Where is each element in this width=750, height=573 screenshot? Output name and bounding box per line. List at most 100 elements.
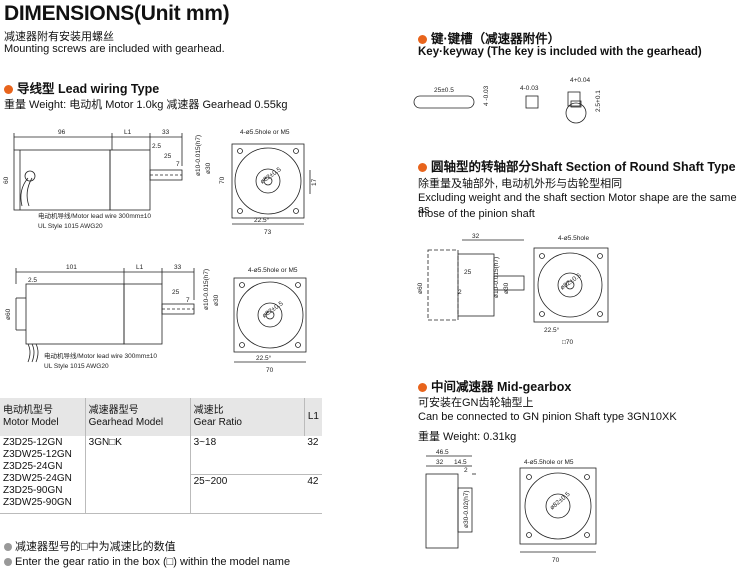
- dim-l1-2: L1: [136, 264, 144, 271]
- key-d4b: 4-0.03: [520, 85, 539, 92]
- dim-30-2: ø30: [213, 294, 220, 306]
- motor-model: Z3DW25-24GN: [3, 473, 72, 484]
- rs-d30: ø30: [503, 282, 510, 294]
- lead-note-2: 电动机导线/Motor lead wire 300mm±10: [44, 351, 157, 360]
- motor-model: Z3DW25-12GN: [3, 449, 72, 460]
- orange-bullet-icon: [418, 383, 427, 392]
- mid-gearbox-weight: 重量 Weight: 0.31kg: [418, 431, 517, 443]
- motor-model: Z3D25-90GN: [3, 485, 63, 496]
- lead-drawing-2: 101 L1 33 2.5 25 7 ø10-0.015(h7) ø30 ø60…: [5, 264, 307, 374]
- lead-drawing-1: 96 L1 33 25 7 2.5 ø10-0.015(h7) ø30 60 7…: [3, 129, 318, 236]
- dim-101: 101: [66, 264, 77, 271]
- orange-bullet-icon: [418, 35, 427, 44]
- dim-25: 25: [164, 153, 172, 160]
- rs-shaft: ø10-0.015(h7): [493, 257, 500, 298]
- motor-model: Z3D25-12GN: [3, 437, 63, 448]
- mg-d46: 46.5: [436, 449, 449, 456]
- dim-33: 33: [162, 129, 170, 136]
- rs-angle: 22.5°: [544, 326, 560, 334]
- dim-holes-2: 4-ø5.5hole or M5: [248, 267, 298, 274]
- dim-angle: 22.5°: [254, 216, 270, 224]
- round-shaft-heading: 圆轴型的转轴部分Shaft Section of Round Shaft Typ…: [418, 156, 736, 175]
- dim-82-2: ø82±0.5: [261, 300, 285, 320]
- key-d4a: 4 -0.03: [483, 85, 490, 106]
- dim-60: 60: [3, 176, 10, 184]
- ul-note: UL Style 1015 AWG20: [38, 223, 103, 230]
- lead-heading-cn: 导线型: [17, 82, 55, 96]
- lead-heading-en: Lead wiring Type: [58, 82, 160, 96]
- mg-d2: 2: [464, 467, 468, 474]
- grey-bullet-icon: [4, 558, 12, 566]
- key-subheading: Key·keyway (The key is included with the…: [418, 46, 702, 58]
- dim-2-5-2: 2.5: [28, 277, 37, 284]
- mid-gearbox-drawing: 46.5 32 14.5 2 ø30-0.02(h7) 4-ø5.5hole o…: [425, 449, 597, 564]
- mid-gearbox-line1: 可安装在GN齿轮轴型上: [418, 397, 534, 409]
- dim-60-2: ø60: [5, 308, 12, 320]
- rs-d32: 32: [472, 233, 480, 240]
- mg-holes: 4-ø5.5hole or M5: [524, 459, 574, 466]
- dim-70-2: 70: [266, 367, 274, 374]
- rs-d60: ø60: [417, 282, 424, 294]
- note-en: Enter the gear ratio in the box (□) with…: [4, 556, 290, 568]
- mg-d82: ø82±0.5: [549, 491, 572, 512]
- lead-note: 电动机导线/Motor lead wire 300mm±10: [38, 211, 151, 220]
- round-shaft-line1: 除重量及轴部外, 电动机外形与齿轮型相同: [418, 178, 623, 190]
- mg-d32: 32: [436, 459, 444, 466]
- dim-30: ø30: [205, 162, 212, 174]
- lead-wiring-heading: 导线型 Lead wiring Type: [4, 78, 159, 97]
- round-shaft-line3: those of the pinion shaft: [418, 208, 535, 220]
- rs-d2: 2: [458, 289, 462, 296]
- mg-d14: 14.5: [454, 459, 467, 466]
- dim-70: 70: [219, 176, 226, 184]
- key-drawing: 25±0.5 4 -0.03 4-0.03 4+0.04 2.5+0.1: [413, 77, 602, 124]
- lead-wiring-weight: 重量 Weight: 电动机 Motor 1.0kg 减速器 Gearhead …: [4, 99, 288, 111]
- dim-73: 73: [264, 229, 272, 236]
- motor-models-cell: Z3D25-12GN Z3DW25-12GN Z3D25-24GN Z3DW25…: [0, 436, 86, 514]
- motor-model: Z3D25-24GN: [3, 461, 63, 472]
- dim-7-2: 7: [186, 297, 190, 304]
- page-title: DIMENSIONS(Unit mm): [4, 2, 230, 25]
- dim-82: ø82±0.5: [259, 166, 283, 186]
- mg-shaft: ø30-0.02(h7): [463, 490, 470, 528]
- rs-d70: □70: [562, 339, 574, 346]
- dim-holes: 4-ø5.5hole or M5: [240, 129, 290, 136]
- dim-96: 96: [58, 129, 66, 136]
- ratio-cell: 3~18: [189, 436, 305, 475]
- dim-angle-2: 22.5°: [256, 354, 272, 362]
- subtitle-cn: 减速器附有安装用螺丝: [4, 31, 114, 43]
- ratio-cell: 25~200: [189, 474, 305, 514]
- mid-gearbox-heading: 中间减速器 Mid-gearbox: [418, 376, 571, 395]
- l1-cell: 42: [304, 474, 322, 514]
- subtitle-en: Mounting screws are included with gearhe…: [4, 43, 225, 55]
- dim-shaft-2: ø10-0.015(h7): [203, 269, 210, 310]
- mg-d70: 70: [552, 557, 560, 564]
- dim-shaft: ø10-0.015(h7): [195, 135, 202, 176]
- ul-note-2: UL Style 1015 AWG20: [44, 363, 109, 370]
- dim-l1: L1: [124, 129, 132, 136]
- dim-2-5: 2.5: [152, 143, 161, 150]
- rs-d25: 25: [464, 269, 472, 276]
- key-heading: 键·键槽（减速器附件）: [418, 28, 560, 47]
- note-cn: 减速器型号的□中为减速比的数值: [4, 538, 176, 554]
- mid-gearbox-line2: Can be connected to GN pinion Shaft type…: [418, 411, 677, 423]
- col-l1: L1: [304, 398, 322, 436]
- grey-bullet-icon: [4, 543, 12, 551]
- l1-cell: 32: [304, 436, 322, 475]
- dim-25-2: 25: [172, 289, 180, 296]
- dim-33-2: 33: [174, 264, 182, 271]
- motor-model: Z3DW25-90GN: [3, 497, 72, 508]
- rs-holes: 4-ø5.5hole: [558, 235, 589, 242]
- round-shaft-line2: Excluding weight and the shaft section M…: [418, 192, 737, 216]
- orange-bullet-icon: [418, 163, 427, 172]
- key-d4c: 4+0.04: [570, 77, 590, 84]
- dim-17: 17: [311, 178, 318, 186]
- dim-7: 7: [176, 161, 180, 168]
- round-shaft-drawing: 32 25 2 ø60 ø10-0.015(h7) ø30 4-ø5.5hole…: [417, 233, 609, 346]
- key-d2-5: 2.5+0.1: [595, 90, 602, 112]
- orange-bullet-icon: [4, 85, 13, 94]
- key-d25: 25±0.5: [434, 87, 454, 94]
